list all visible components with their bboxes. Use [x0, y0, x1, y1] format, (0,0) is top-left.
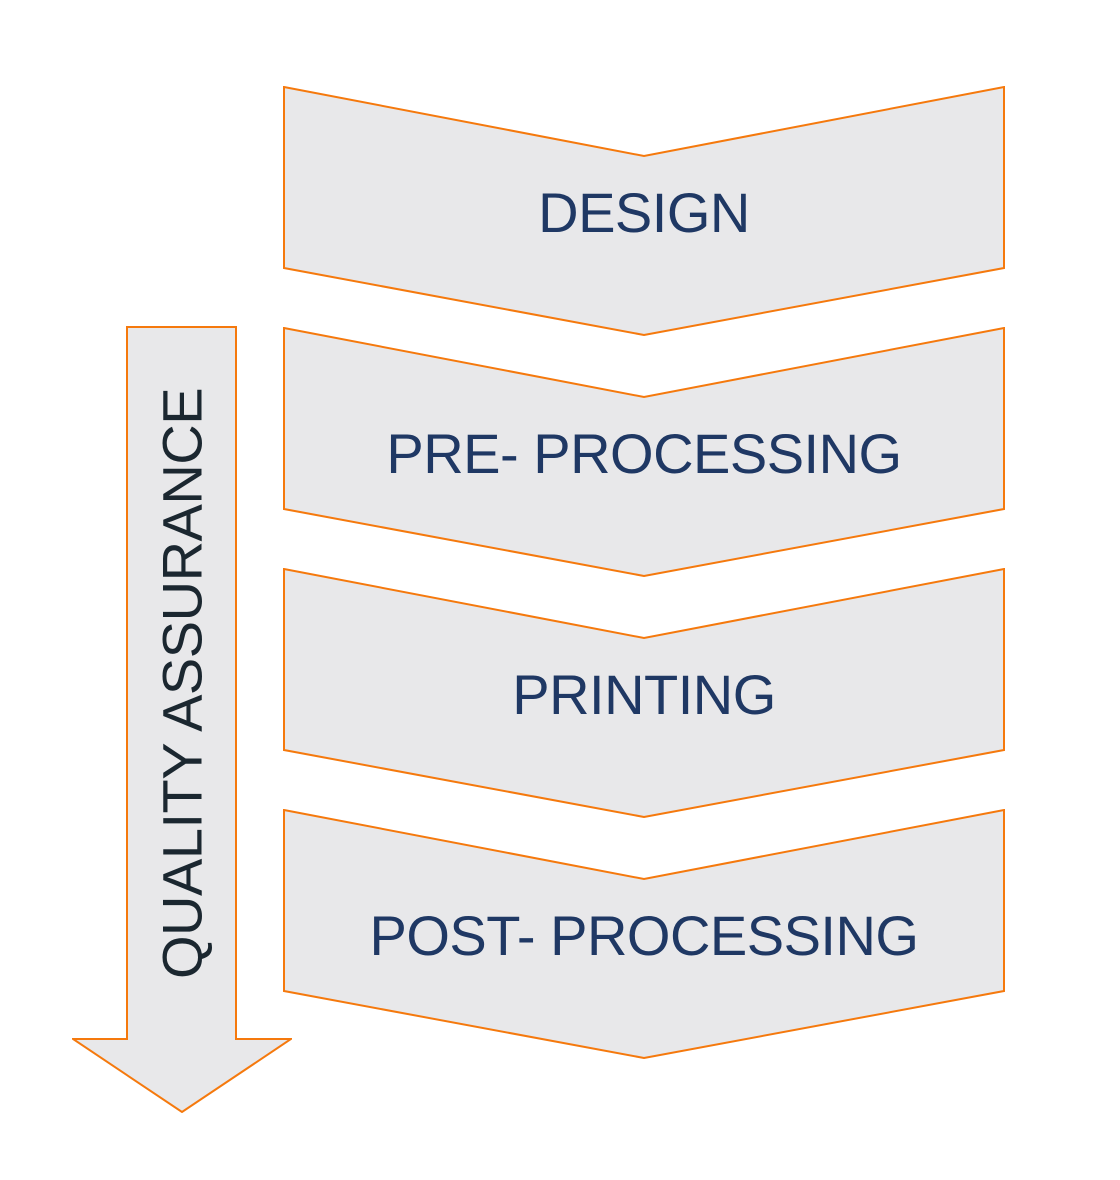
chevron-polygon	[283, 568, 1005, 818]
step-post-processing-label: POST- PROCESSING	[369, 903, 920, 967]
step-pre-processing-label: PRE- PROCESSING	[386, 421, 902, 485]
step-post-processing: POST- PROCESSING	[283, 809, 1005, 1059]
step-printing: PRINTING	[283, 568, 1005, 818]
chevron-polygon	[283, 809, 1005, 1059]
down-arrow-shape	[72, 326, 292, 1113]
quality-assurance-label: QUALITY ASSURANCE	[150, 387, 214, 979]
chevron-shape	[283, 327, 1005, 577]
step-design-label: DESIGN	[538, 180, 750, 244]
step-printing-label: PRINTING	[512, 662, 776, 726]
chevron-shape	[283, 86, 1005, 336]
step-design: DESIGN	[283, 86, 1005, 336]
chevron-shape	[283, 809, 1005, 1059]
quality-assurance-arrow: QUALITY ASSURANCE	[72, 326, 292, 1113]
down-arrow-polygon	[72, 326, 292, 1113]
chevron-polygon	[283, 327, 1005, 577]
chevron-polygon	[283, 86, 1005, 336]
step-pre-processing: PRE- PROCESSING	[283, 327, 1005, 577]
chevron-shape	[283, 568, 1005, 818]
